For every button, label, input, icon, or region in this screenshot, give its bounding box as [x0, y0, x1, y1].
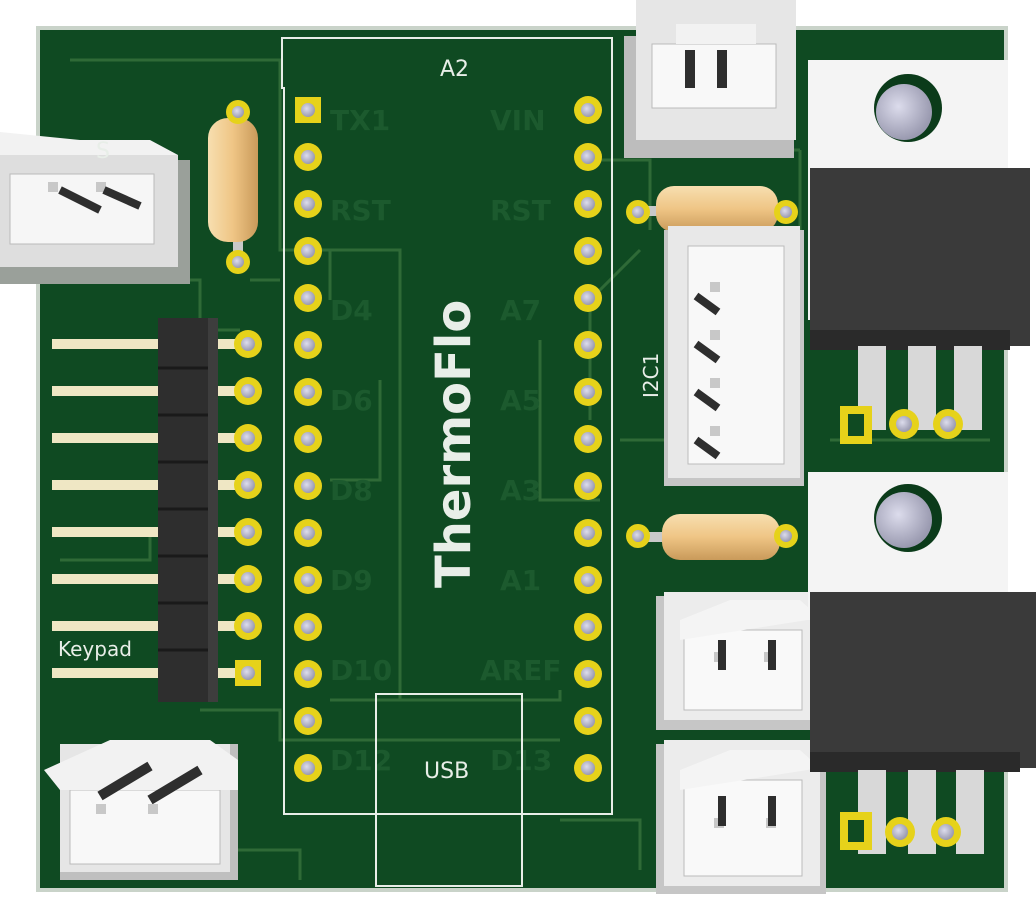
header-pin	[52, 621, 162, 631]
header-pin	[52, 527, 162, 537]
keypad-label-bg	[54, 634, 158, 664]
pin-pad	[574, 237, 602, 265]
module-label: A2	[440, 57, 469, 82]
svg-text:D8: D8	[330, 474, 373, 507]
pin-pad	[574, 660, 602, 688]
header-pin	[52, 480, 162, 490]
pin-pad	[294, 331, 322, 359]
pin-pad	[294, 284, 322, 312]
pin-pad	[294, 519, 322, 547]
svg-text:VIN: VIN	[490, 104, 546, 137]
pin-pad	[574, 707, 602, 735]
left-pin-row	[294, 97, 322, 782]
pin-pad	[295, 97, 321, 123]
pin-pad	[574, 519, 602, 547]
connector-right-1	[656, 592, 826, 730]
svg-text:RST: RST	[330, 194, 391, 227]
svg-text:TX1: TX1	[330, 104, 390, 137]
keypad-pad	[234, 424, 262, 452]
pin-pad	[574, 284, 602, 312]
svg-text:D12: D12	[330, 744, 392, 777]
svg-text:A3: A3	[500, 474, 541, 507]
connector-power	[44, 740, 238, 880]
connector-top	[624, 0, 796, 158]
svg-text:D6: D6	[330, 384, 373, 417]
svg-text:AREF: AREF	[480, 654, 561, 687]
pin-pad	[574, 331, 602, 359]
header-pin	[52, 433, 162, 443]
keypad-pad	[234, 518, 262, 546]
pin-pad	[574, 566, 602, 594]
header-pin-tail	[214, 668, 242, 678]
resistor-r1	[208, 100, 258, 274]
regulator-u2	[808, 472, 1036, 854]
header-pin-tail	[214, 574, 242, 584]
header-pin-tail	[214, 433, 242, 443]
pin-pad	[294, 190, 322, 218]
keypad-pad	[234, 612, 262, 640]
keypad-pad	[235, 660, 261, 686]
i2c-label: I2C1	[639, 353, 663, 398]
pin-pad	[574, 96, 602, 124]
header-pin-tail	[214, 527, 242, 537]
pin-legend-faint: TX1 RST D4 D6 D8 D9 D10 D12 VIN RST A7 A…	[330, 104, 561, 777]
module-outline	[281, 37, 613, 887]
connector-s-label: S	[96, 139, 110, 164]
keypad-pad	[234, 471, 262, 499]
pin-pad	[574, 425, 602, 453]
pin-pad	[294, 143, 322, 171]
header-pin	[52, 339, 162, 349]
pin-pad	[574, 472, 602, 500]
regulator-u1	[808, 60, 1030, 444]
header-pin	[52, 574, 162, 584]
svg-text:RST: RST	[490, 194, 551, 227]
right-pin-row	[574, 96, 602, 782]
svg-text:D4: D4	[330, 294, 373, 327]
pin-pad	[294, 472, 322, 500]
pin-pad	[294, 425, 322, 453]
connector-i2c	[664, 226, 804, 486]
pin-pad	[294, 378, 322, 406]
svg-text:A5: A5	[500, 384, 541, 417]
header-pin-tail	[214, 386, 242, 396]
pin-pad	[574, 378, 602, 406]
resistor-r3	[626, 514, 798, 560]
pin-pad	[294, 754, 322, 782]
pin-pad	[294, 237, 322, 265]
pin-pad	[294, 613, 322, 641]
svg-text:D10: D10	[330, 654, 392, 687]
connector-s	[0, 132, 190, 284]
pin-pad	[294, 566, 322, 594]
svg-text:A1: A1	[500, 564, 541, 597]
keypad-pad	[234, 377, 262, 405]
header-pin-tail	[214, 621, 242, 631]
board-title: ThermoFlo	[426, 300, 482, 588]
pin-pad	[574, 613, 602, 641]
keypad-label: Keypad	[58, 637, 132, 661]
keypad-pad	[234, 330, 262, 358]
header-pin-tail	[214, 480, 242, 490]
pin-pad	[574, 143, 602, 171]
pin-pad	[294, 660, 322, 688]
connector-right-2	[656, 740, 826, 894]
pin-pad	[294, 707, 322, 735]
keypad-pad	[234, 565, 262, 593]
svg-text:A7: A7	[500, 294, 541, 327]
pin-pad	[574, 190, 602, 218]
resistor-r2	[626, 186, 798, 232]
usb-label: USB	[424, 759, 469, 784]
svg-text:D9: D9	[330, 564, 373, 597]
pin-pad	[574, 754, 602, 782]
header-pin	[52, 668, 162, 678]
header-pin-tail	[214, 339, 242, 349]
keypad-header	[52, 318, 262, 702]
header-pin	[52, 386, 162, 396]
